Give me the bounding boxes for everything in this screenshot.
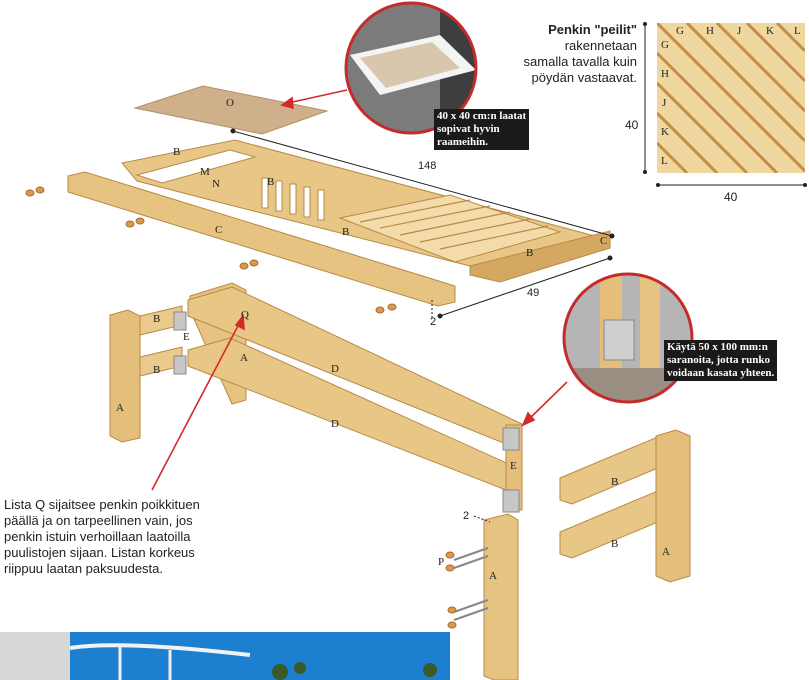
part-label-p: P xyxy=(438,556,445,568)
slat-panel xyxy=(643,22,807,187)
panel-side-label-h: H xyxy=(661,68,669,80)
part-label-b: B xyxy=(153,313,161,325)
part-label-m: M xyxy=(200,166,210,178)
strip-q-note-line: Lista Q sijaitsee penkin poikkituen xyxy=(4,497,200,512)
part-label-a: A xyxy=(662,546,670,558)
hinge-detail-circle xyxy=(562,272,694,404)
mirror-note-line: Penkin "peilit" xyxy=(548,22,637,37)
dowels xyxy=(25,186,457,629)
mirror-note-line: pöydän vastaavat. xyxy=(531,70,637,85)
panel-top-label-k: K xyxy=(766,25,774,37)
mirror-note-line: samalla tavalla kuin xyxy=(523,54,637,69)
part-label-c: C xyxy=(600,235,608,247)
panel-top-label-g: G xyxy=(676,25,684,37)
part-label-a: A xyxy=(489,570,497,582)
part-label-q: Q xyxy=(241,309,249,321)
part-label-a: A xyxy=(240,352,248,364)
part-label-n: N xyxy=(212,178,220,190)
part-label-b: B xyxy=(611,476,619,488)
strip-q-note-line: penkin istuin verhoillaan laatoilla xyxy=(4,529,191,544)
panel-side-label-k: K xyxy=(661,126,669,138)
part-label-b: B xyxy=(173,146,181,158)
seat-tile-o xyxy=(133,85,329,135)
leg-post-a xyxy=(453,513,519,680)
part-label-b: B xyxy=(526,247,534,259)
panel-side-label-g: G xyxy=(661,39,669,51)
part-label-d: D xyxy=(331,363,339,375)
strip-q-note: Lista Q sijaitsee penkin poikkituen pääl… xyxy=(4,497,254,577)
part-label-b: B xyxy=(611,538,619,550)
part-label-d: D xyxy=(331,418,339,430)
hinge-callout: Käytä 50 x 100 mm:n saranoita, jotta run… xyxy=(664,340,778,381)
offset-dimension-bottom: 2 xyxy=(463,510,470,522)
part-label-o: O xyxy=(226,97,234,109)
rail-c xyxy=(67,171,456,307)
bottom-photo-strip xyxy=(0,632,450,680)
panel-height-dimension: 40 xyxy=(625,118,639,132)
part-label-c: C xyxy=(215,224,223,236)
part-label-e: E xyxy=(183,331,190,343)
part-label-b: B xyxy=(153,364,161,376)
panel-top-label-j: J xyxy=(737,25,742,37)
dimension-lines xyxy=(230,128,615,523)
depth-dimension: 49 xyxy=(527,287,540,299)
leg-frame-right xyxy=(559,429,691,583)
panel-top-label-h: H xyxy=(706,25,714,37)
length-dimension: 148 xyxy=(418,160,437,172)
mirror-note: Penkin "peilit" rakennetaan samalla tava… xyxy=(515,22,637,86)
part-label-a: A xyxy=(116,402,124,414)
seat-frame xyxy=(121,139,612,283)
panel-top-label-l: L xyxy=(794,25,801,37)
mirror-note-line: rakennetaan xyxy=(564,38,637,53)
tile-callout: 40 x 40 cm:n laatat sopivat hyvin raamei… xyxy=(434,109,530,150)
offset-dimension-top: 2 xyxy=(430,316,437,328)
leg-frame-left xyxy=(109,282,523,513)
panel-side-label-j: J xyxy=(662,97,667,109)
part-label-b: B xyxy=(267,176,275,188)
strip-q-note-line: puulistojen sijaan. Listan korkeus xyxy=(4,545,195,560)
callout-arrows xyxy=(151,89,568,491)
panel-width-dimension: 40 xyxy=(724,190,738,204)
strip-q-note-line: riippuu laatan paksuudesta. xyxy=(4,561,164,576)
strip-q-note-line: päällä ja on tarpeellinen vain, jos xyxy=(4,513,193,528)
part-label-e: E xyxy=(510,460,517,472)
part-label-b: B xyxy=(342,226,350,238)
panel-side-label-l: L xyxy=(661,155,668,167)
